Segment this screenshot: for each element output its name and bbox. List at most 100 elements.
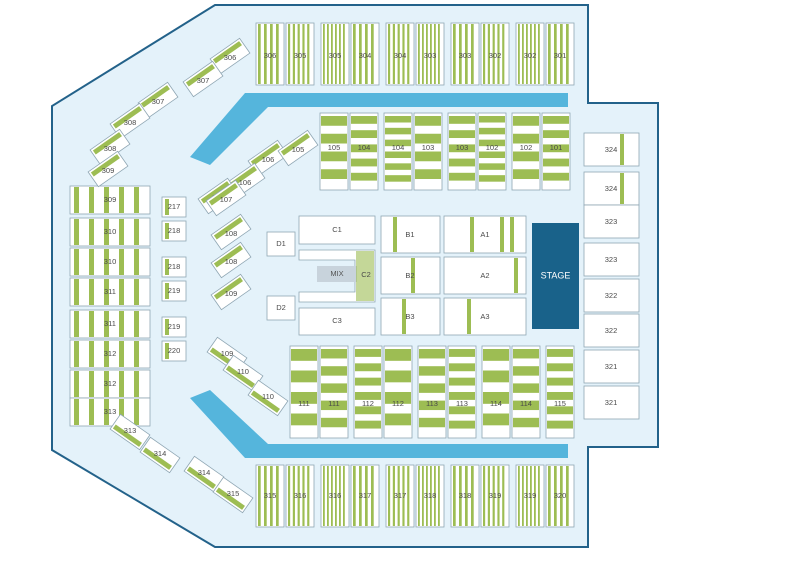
section-A2[interactable]	[443, 256, 527, 295]
section-shape[interactable]	[583, 171, 640, 206]
section-310[interactable]: 310	[69, 247, 151, 277]
availability-strip	[276, 466, 279, 526]
section-316[interactable]: 316	[285, 464, 315, 528]
section-322[interactable]: 322	[583, 313, 640, 348]
section-shape[interactable]	[480, 22, 510, 86]
section-319[interactable]: 319	[515, 464, 545, 528]
section-shape[interactable]	[109, 413, 151, 451]
section-302[interactable]: 302	[480, 22, 510, 86]
section-306[interactable]: 306	[255, 22, 285, 86]
section-105[interactable]: 105	[319, 112, 349, 191]
section-114[interactable]: 114	[481, 345, 511, 439]
section-D1[interactable]	[266, 231, 296, 257]
section-shape[interactable]	[277, 129, 319, 167]
section-114[interactable]: 114	[511, 345, 541, 439]
section-322[interactable]: 322	[583, 278, 640, 313]
section-A3[interactable]	[443, 297, 527, 336]
section-113[interactable]: 113	[447, 345, 477, 439]
section-shape[interactable]	[583, 132, 640, 167]
section-220[interactable]: 220	[161, 340, 187, 362]
section-shape[interactable]	[210, 273, 252, 311]
section-103[interactable]: 103	[447, 112, 477, 191]
section-310[interactable]: 310	[69, 217, 151, 247]
section-324[interactable]: 324	[583, 132, 640, 167]
section-104[interactable]: 104	[349, 112, 379, 191]
availability-strip	[134, 371, 139, 397]
section-shape[interactable]	[247, 379, 289, 417]
section-shape[interactable]	[285, 464, 315, 528]
section-shape[interactable]	[139, 436, 181, 474]
section-115[interactable]: 115	[545, 345, 575, 439]
section-shape[interactable]	[212, 476, 254, 514]
availability-strip	[165, 259, 169, 275]
section-shape[interactable]	[285, 22, 315, 86]
section-218[interactable]: 218	[161, 220, 187, 242]
section-112[interactable]: 112	[383, 345, 413, 439]
section-shape[interactable]	[385, 22, 415, 86]
section-303[interactable]: 303	[415, 22, 445, 86]
section-321[interactable]: 321	[583, 385, 640, 420]
section-315[interactable]: 315	[255, 464, 285, 528]
section-112[interactable]: 112	[353, 345, 383, 439]
section-323[interactable]: 323	[583, 242, 640, 277]
section-D2[interactable]	[266, 295, 296, 321]
section-301[interactable]: 301	[545, 22, 575, 86]
section-217[interactable]: 217	[161, 196, 187, 218]
section-shape[interactable]	[87, 150, 129, 188]
section-311[interactable]: 311	[69, 309, 151, 339]
section-109[interactable]: 109	[210, 273, 252, 311]
section-shape[interactable]	[583, 204, 640, 239]
section-102[interactable]: 102	[477, 112, 507, 191]
section-219[interactable]: 219	[161, 316, 187, 338]
section-shape[interactable]	[583, 349, 640, 384]
section-shape[interactable]	[210, 241, 252, 279]
section-103[interactable]: 103	[413, 112, 443, 191]
section-219[interactable]: 219	[161, 280, 187, 302]
section-305[interactable]: 305	[320, 22, 350, 86]
section-shape[interactable]	[480, 464, 510, 528]
section-C1[interactable]	[298, 215, 376, 245]
section-305[interactable]: 305	[285, 22, 315, 86]
section-102[interactable]: 102	[511, 112, 541, 191]
section-318[interactable]: 318	[450, 464, 480, 528]
section-218[interactable]: 218	[161, 256, 187, 278]
section-317[interactable]: 317	[385, 464, 415, 528]
section-311[interactable]: 311	[69, 277, 151, 307]
section-316[interactable]: 316	[320, 464, 350, 528]
section-317[interactable]: 317	[350, 464, 380, 528]
section-321[interactable]: 321	[583, 349, 640, 384]
section-shape[interactable]	[583, 385, 640, 420]
availability-strip	[479, 127, 505, 135]
section-B1[interactable]	[380, 215, 441, 254]
section-304[interactable]: 304	[350, 22, 380, 86]
section-B3[interactable]	[380, 297, 441, 336]
section-111[interactable]: 111	[289, 345, 319, 439]
section-C3[interactable]	[298, 307, 376, 336]
section-shape[interactable]	[210, 213, 252, 251]
section-303[interactable]: 303	[450, 22, 480, 86]
section-313[interactable]: 313	[69, 397, 151, 427]
section-318[interactable]: 318	[415, 464, 445, 528]
availability-strip	[554, 466, 557, 526]
section-319[interactable]: 319	[480, 464, 510, 528]
section-309[interactable]: 309	[69, 185, 151, 215]
section-323[interactable]: 323	[583, 204, 640, 239]
section-320[interactable]: 320	[545, 464, 575, 528]
section-113[interactable]: 113	[417, 345, 447, 439]
section-shape[interactable]	[205, 179, 247, 217]
section-shape[interactable]	[182, 60, 224, 98]
section-B2[interactable]	[380, 256, 441, 295]
section-111[interactable]: 111	[319, 345, 349, 439]
section-324[interactable]: 324	[583, 171, 640, 206]
availability-strip	[142, 447, 172, 470]
section-104[interactable]: 104	[383, 112, 413, 191]
section-shape[interactable]	[583, 242, 640, 277]
section-304[interactable]: 304	[385, 22, 415, 86]
section-shape[interactable]	[385, 464, 415, 528]
section-shape[interactable]	[583, 278, 640, 313]
section-shape[interactable]	[583, 313, 640, 348]
section-302[interactable]: 302	[515, 22, 545, 86]
section-312[interactable]: 312	[69, 339, 151, 369]
section-312[interactable]: 312	[69, 369, 151, 399]
section-101[interactable]: 101	[541, 112, 571, 191]
